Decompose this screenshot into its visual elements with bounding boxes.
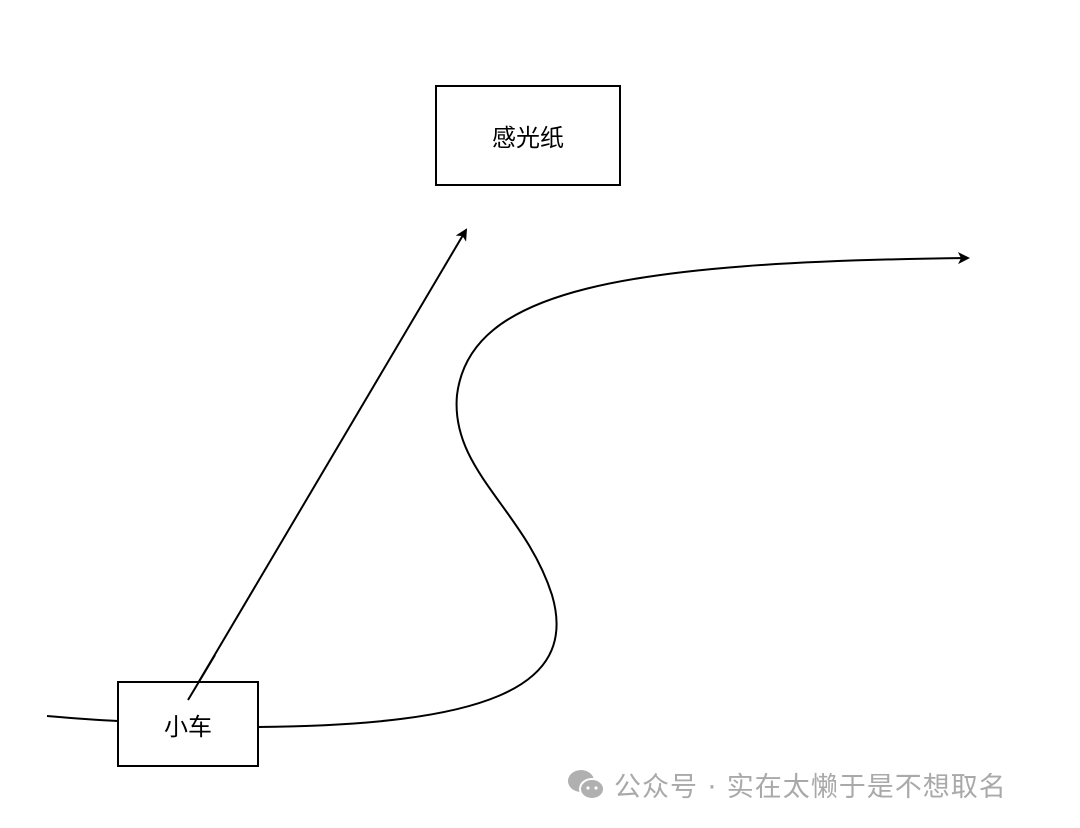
car-label: 小车: [164, 712, 212, 741]
trajectory-curve: [257, 252, 970, 728]
watermark: 公众号 · 实在太懒于是不想取名: [566, 765, 1007, 804]
paper-label: 感光纸: [492, 124, 564, 152]
light-ray-arrow: [187, 228, 468, 701]
watermark-text: 公众号 · 实在太懒于是不想取名: [614, 772, 1007, 803]
wechat-icon: [568, 769, 605, 800]
car-node: 小车: [117, 681, 259, 767]
paper-node: 感光纸: [435, 85, 621, 186]
incoming-line: [46, 715, 119, 722]
